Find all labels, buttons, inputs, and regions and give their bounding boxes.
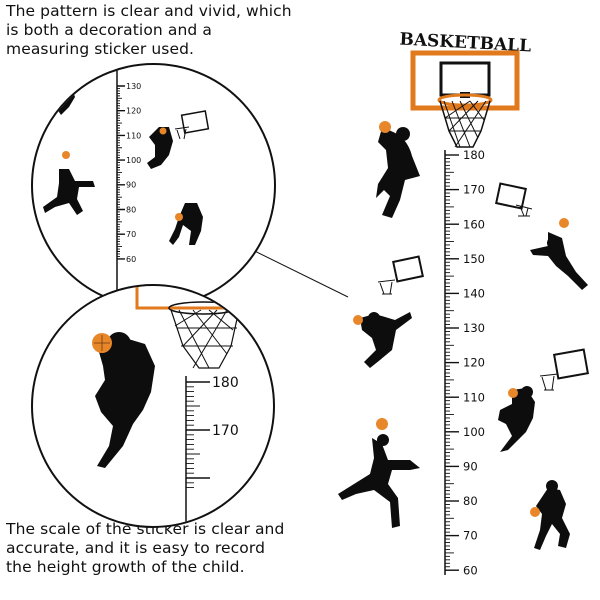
- zoom-top-player-left: [43, 151, 95, 215]
- zoom-top-player-right: [169, 203, 203, 245]
- ruler-label: 70: [463, 529, 478, 543]
- zoom-top-graphic: 130 120 110 100 90 80 70 60: [43, 70, 210, 301]
- ruler-label: 60: [126, 255, 136, 264]
- small-hoop-right-top-icon: [495, 182, 533, 217]
- zoom-backboard-icon: [135, 286, 253, 310]
- player-bottom-left: [338, 418, 420, 528]
- zoom-circle-top: 130 120 110 100 90 80 70 60: [31, 63, 276, 308]
- ruler-label: 110: [463, 390, 485, 404]
- basketball-title: BASKETBALL: [399, 30, 532, 57]
- small-hoop-left-mid-icon: [377, 255, 424, 295]
- zoom-player-big: [92, 332, 155, 468]
- ruler-label: 100: [126, 156, 141, 165]
- ruler-label: 60: [463, 563, 478, 577]
- ruler-label: 180: [212, 375, 239, 391]
- ruler-label: 80: [463, 494, 478, 508]
- ruler-label: 130: [126, 82, 141, 91]
- player-dunk-right-mid: [498, 386, 535, 452]
- small-hoop-right-mid-icon: [539, 348, 590, 391]
- player-mid-left: [353, 312, 412, 368]
- top-caption: The pattern is clear and vivid, which is…: [6, 2, 292, 58]
- ruler-label: 130: [463, 321, 485, 335]
- zoom-bottom-ruler: 180 170: [186, 375, 239, 489]
- ruler-label: 90: [463, 460, 478, 474]
- ruler-label: 70: [126, 230, 136, 239]
- ruler-label: 140: [463, 287, 485, 301]
- zoom-net-icon: [168, 301, 240, 369]
- ruler-label: 180: [463, 148, 485, 162]
- zoom-bottom-graphic: 180 170: [92, 286, 253, 526]
- ruler-label: 100: [463, 425, 485, 439]
- ruler-label: 90: [126, 181, 136, 190]
- zoom-top-player-mid: [147, 110, 210, 169]
- player-bottom-right: [530, 480, 570, 550]
- player-jumping-left-top: [376, 121, 420, 218]
- zoom-top-ruler: 130 120 110 100 90 80 70 60: [117, 82, 141, 264]
- ruler-label: 170: [463, 183, 485, 197]
- player-dunking-right: [530, 218, 588, 290]
- bottom-caption: The scale of the sticker is clear and ac…: [6, 520, 285, 576]
- ruler-label: 160: [463, 217, 485, 231]
- zoom-top-player-upper: [57, 83, 75, 115]
- ruler-label: 110: [126, 131, 141, 140]
- ruler-label: 120: [126, 107, 141, 116]
- zoom-circle-bottom: 180 170: [31, 284, 275, 528]
- ruler-label: 170: [212, 423, 239, 439]
- hoop-net-icon: [437, 93, 493, 148]
- ruler-label: 80: [126, 205, 136, 214]
- ruler-label: 120: [463, 356, 485, 370]
- main-height-ruler: 180 170 160 150 140 130 120 110 100 90 80 70 60: [444, 148, 485, 577]
- backboard-icon: [410, 50, 520, 111]
- ruler-label: 150: [463, 252, 485, 266]
